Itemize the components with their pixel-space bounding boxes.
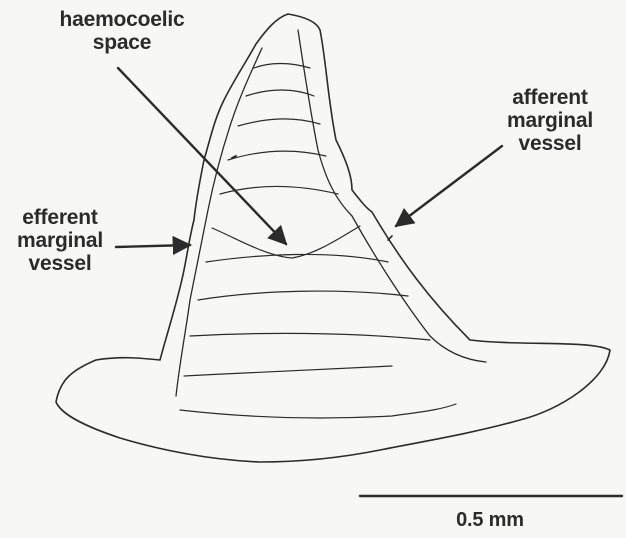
efferent-vessel-inner-edge [176,48,262,396]
label-line: afferent [480,86,620,109]
label-line: marginal [0,229,120,252]
label-line: space [22,31,222,54]
lamella-line [190,333,430,340]
lamella-line [198,291,408,300]
filament-outline [56,14,610,462]
label-line: vessel [480,132,620,155]
label-line: haemocoelic [22,8,222,31]
lamella-line [228,151,326,160]
efferent-marginal-vessel-label: efferent marginal vessel [0,206,120,275]
lamella-line [206,254,388,262]
lamella-line [184,366,392,376]
afferent-vessel-inner-edge [298,30,486,362]
label-line: marginal [480,109,620,132]
lamella-line [238,119,320,126]
haemocoelic-space-label: haemocoelic space [22,8,222,54]
efferent-vessel-arrow [116,245,190,247]
label-line: efferent [0,206,120,229]
lamella-line [180,404,456,418]
lamella-line [254,64,310,69]
label-line: vessel [0,252,120,275]
afferent-vessel-arrow [396,146,502,226]
scale-bar-label: 0.5 mm [430,509,550,532]
afferent-marginal-vessel-label: afferent marginal vessel [480,86,620,155]
haemocoelic-space-arrow [118,68,286,244]
lamella-line [212,226,360,258]
lamella-line [246,90,314,96]
